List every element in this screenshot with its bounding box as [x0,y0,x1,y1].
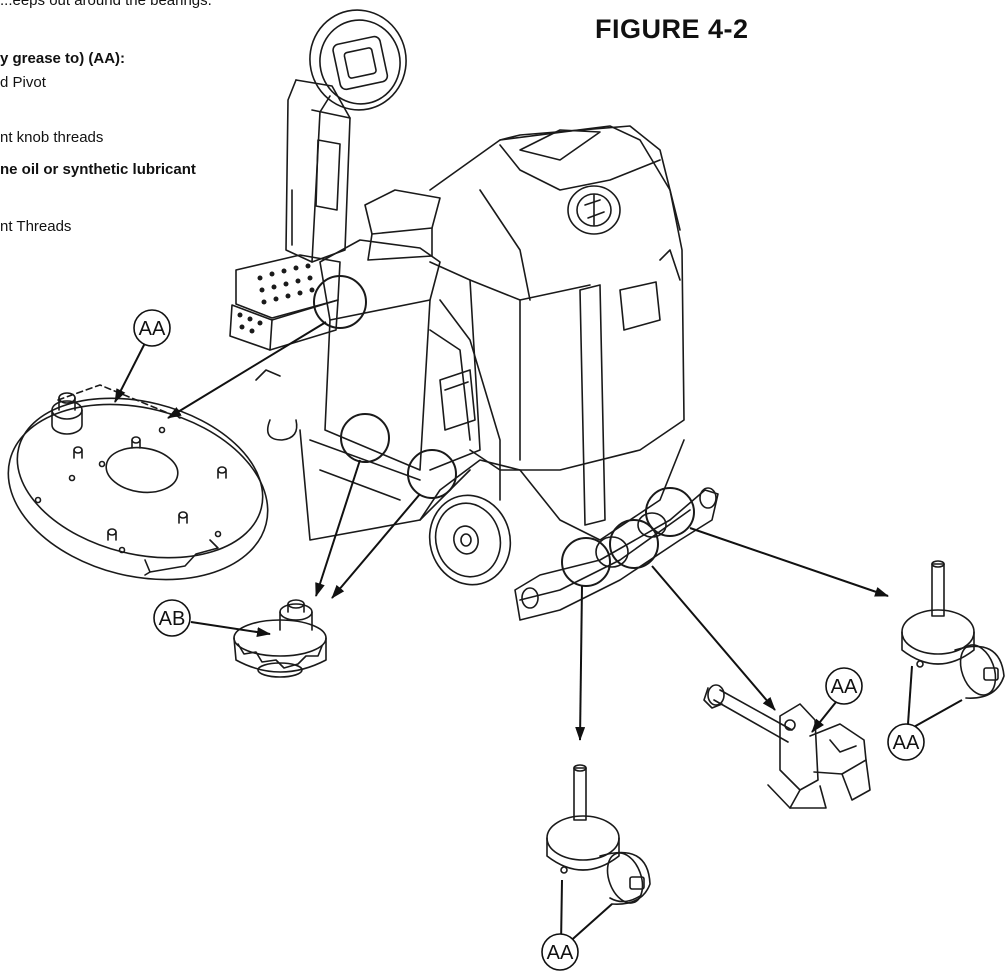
legend-line-threads: nt Threads [0,218,72,235]
squeegee-assembly [514,487,719,621]
arrow-caster-right [689,527,889,597]
callout-aa-caster-right [887,723,925,761]
steering-wheel [309,9,407,111]
detail-circle-caster-right [645,487,695,537]
arrow-pivot [651,565,776,711]
arrow-plate [167,321,327,419]
callout-label-aa-plate: AA [139,318,166,340]
operator-platform [229,254,341,351]
legend-line-grease-heading: y grease to) (AA): [0,50,126,67]
machine-body [255,125,685,541]
callout-label-aa-caster-right: AA [893,732,920,754]
callout-label-aa-pivot: AA [831,676,858,698]
detail-circle-pivot [609,519,659,569]
legend-line-bearings: ...eeps out around the bearings. [0,0,212,9]
legend-line-pivot: d Pivot [0,74,46,91]
drive-hub [233,599,327,678]
leader-aa-caster-right-b [911,699,963,729]
steering-column [285,79,351,263]
legend-line-oil-heading: ne oil or synthetic lubricant [0,161,196,178]
detail-circle-hub-a [340,413,390,463]
callout-aa-caster-left [541,933,579,971]
legend-line-knob-threads: nt knob threads [0,129,104,146]
drive-wheel [428,494,512,586]
callout-ab-drive [153,599,191,637]
leader-aa-pivot [811,701,837,733]
detail-circle-plate [313,275,367,329]
leader-aa-caster-right-a [907,665,913,725]
leader-ab-drive [190,621,271,637]
squeegee-pivot [703,684,871,809]
caster-right [901,560,1005,699]
arrow-hub-a [315,459,361,597]
callout-label-aa-caster-left: AA [547,942,574,964]
callout-label-ab-drive: AB [159,608,186,630]
brush-plate [7,384,269,581]
detail-circles [313,275,695,587]
caster-left [546,764,651,905]
callout-aa-pivot [825,667,863,705]
arrow-caster-left [575,585,586,741]
leader-aa-caster-left-b [565,903,613,946]
callout-aa-plate [133,309,171,347]
leader-aa-plate [114,342,146,403]
detail-circle-caster-left [561,537,611,587]
detail-circle-hub-b [407,449,457,499]
figure-title: FIGURE 4-2 [595,14,749,44]
arrow-hub-b [331,493,421,599]
